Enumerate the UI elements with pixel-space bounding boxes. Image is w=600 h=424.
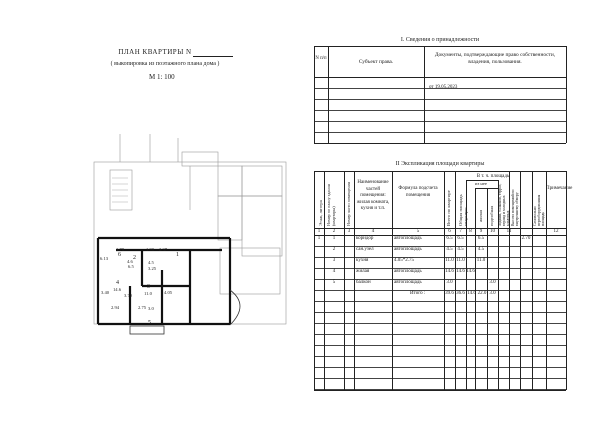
dimension-label: 6.5 [128, 264, 134, 269]
header-formula: Формула подсчета помещения [398, 186, 438, 198]
header-self: Самовольно переоборудованная площадь [533, 194, 545, 226]
dimension-label: 4.5 [148, 260, 154, 265]
dimension-label: 3.40 [101, 290, 110, 295]
totals-total: 39.6 [445, 291, 454, 296]
totals-living: 14.6 [467, 291, 476, 296]
table-cell-no: 1 [332, 236, 336, 241]
table-cell-formula: автоплощадь [394, 247, 422, 252]
totals-label: Итого : [410, 291, 426, 296]
dimension-label: 1.90 [146, 247, 155, 252]
col-number: 4 [371, 229, 375, 234]
table-cell-total: 11.0 [445, 258, 454, 263]
table-cell-formula: автоплощадь [394, 280, 422, 285]
table-cell-aux: 11.0 [476, 258, 486, 263]
table-cell-area: 11.0 [456, 258, 465, 263]
table-cell-living: 14.6 [466, 269, 475, 274]
table-cell-name: коридор [356, 236, 374, 241]
room-number-1: 1 [176, 252, 179, 258]
table-cell-no: 5 [332, 280, 336, 285]
header-area-total: Общая площадь квартиры [458, 194, 468, 226]
dimension-label: 14.6 [113, 287, 122, 292]
room-number-5: 5 [148, 320, 151, 326]
header-part-no: Номер части помещения [346, 182, 351, 226]
plan-number-underline [193, 56, 233, 57]
table-cell-no: 2 [332, 247, 336, 252]
header-total: Всего по квартире [446, 190, 451, 226]
plan-scale: М 1: 100 [149, 73, 175, 81]
plan-subtitle: ( выкопировка из поэтажного плана дома ) [110, 61, 220, 67]
header-loggia: лоджий, балконов, террас, веранд и холод… [498, 183, 510, 226]
room-number-4: 4 [116, 280, 119, 286]
col-number: 7 [459, 229, 462, 234]
header-note: Примечание [546, 186, 573, 191]
header-living: жилая [478, 209, 483, 222]
table-cell-loggia: 3.0 [489, 280, 496, 285]
table-cell-total: 3.0 [446, 280, 453, 285]
table-cell-aux: 4.5 [477, 247, 485, 252]
col-number: 2 [332, 229, 336, 234]
totals-aux: 22.0 [477, 291, 487, 296]
plan-title: ПЛАН КВАРТИРЫ N [118, 48, 192, 56]
table-cell-total: 4.5 [446, 247, 453, 252]
table-cell-total: 6.5 [446, 236, 453, 241]
header-height: Высота помещений по внутреннему обмеру [511, 189, 519, 227]
col-number: 1 [317, 229, 321, 234]
header-room-no: Номер по плану здания (квартиры) [326, 184, 336, 226]
col-number: 11 [506, 229, 512, 234]
dimension-label: 3.70 [124, 293, 133, 298]
table-cell-total: 14.6 [445, 269, 454, 274]
ownership-header-documents: Документы, подтверждающие право собствен… [434, 52, 556, 65]
dimension-label: 3.25 [148, 266, 157, 271]
header-floor: Этаж, литера [318, 200, 323, 226]
ownership-header-number: N п/п [315, 56, 327, 61]
table-cell-formula: 4.05*2.75 [394, 258, 414, 263]
table-cell-name: кухня [356, 258, 369, 263]
table-cell-aux: 6.5 [477, 236, 485, 241]
dimension-label: 6.13 [100, 256, 109, 261]
room-number-3: 3 [147, 284, 150, 290]
dimension-label: 11.0 [144, 291, 152, 296]
table-cell-name: сан.узел [356, 247, 374, 252]
col-number: 8 [469, 229, 472, 234]
col-number: 10 [490, 229, 495, 234]
room-number-2: 2 [133, 255, 136, 261]
table-cell-no: 4 [332, 269, 336, 274]
table-cell-area: 4.5 [457, 247, 464, 252]
col-number: 9 [479, 229, 483, 234]
header-aux: подсобная [489, 205, 494, 226]
floor-plan [93, 134, 287, 335]
header-name: Наименование частей помещения: жилая ком… [356, 180, 390, 211]
dimension-label: 4.05 [164, 290, 173, 295]
col-number: 6 [448, 229, 451, 234]
header-of-it: из нее [475, 181, 487, 186]
table-cell-area: 14.6 [456, 269, 465, 274]
dimension-label: 2.37 [159, 247, 168, 252]
header-including: В т. ч. площадь [476, 174, 510, 179]
totals-loggia: 3.0 [489, 291, 496, 296]
table-cell-name: жилая [356, 269, 370, 274]
table-cell-formula: автоплощадь [394, 269, 422, 274]
dimension-label: 4.6 [127, 259, 133, 264]
col-number: 12 [553, 229, 559, 234]
table-cell-height: 2.70 [521, 236, 531, 241]
table-cell-floor: 1 [317, 236, 321, 241]
dimension-label: 1.78 [116, 247, 125, 252]
table-cell-no: 3 [332, 258, 336, 263]
ownership-header-subject: Субъект права. [358, 59, 394, 65]
dimension-label: 2.94 [111, 305, 120, 310]
col-number: 5 [416, 229, 420, 234]
table-cell-area: 6.5 [457, 236, 464, 241]
table-cell-formula: автоплощадь [394, 236, 422, 241]
table-cell-name: балкон [356, 280, 371, 285]
explication-title: II Экспликация площади квартиры [395, 161, 485, 167]
ownership-title: I. Сведения о принадлежности [400, 37, 480, 43]
ownership-date: от 19.05.2023 [429, 85, 458, 90]
totals-area: 36.6 [456, 291, 465, 296]
dimension-label: 2.75 [138, 305, 147, 310]
col-number: 3 [347, 229, 351, 234]
room-number-6: 6 [118, 252, 121, 258]
dimension-label: 3.0 [148, 306, 154, 311]
